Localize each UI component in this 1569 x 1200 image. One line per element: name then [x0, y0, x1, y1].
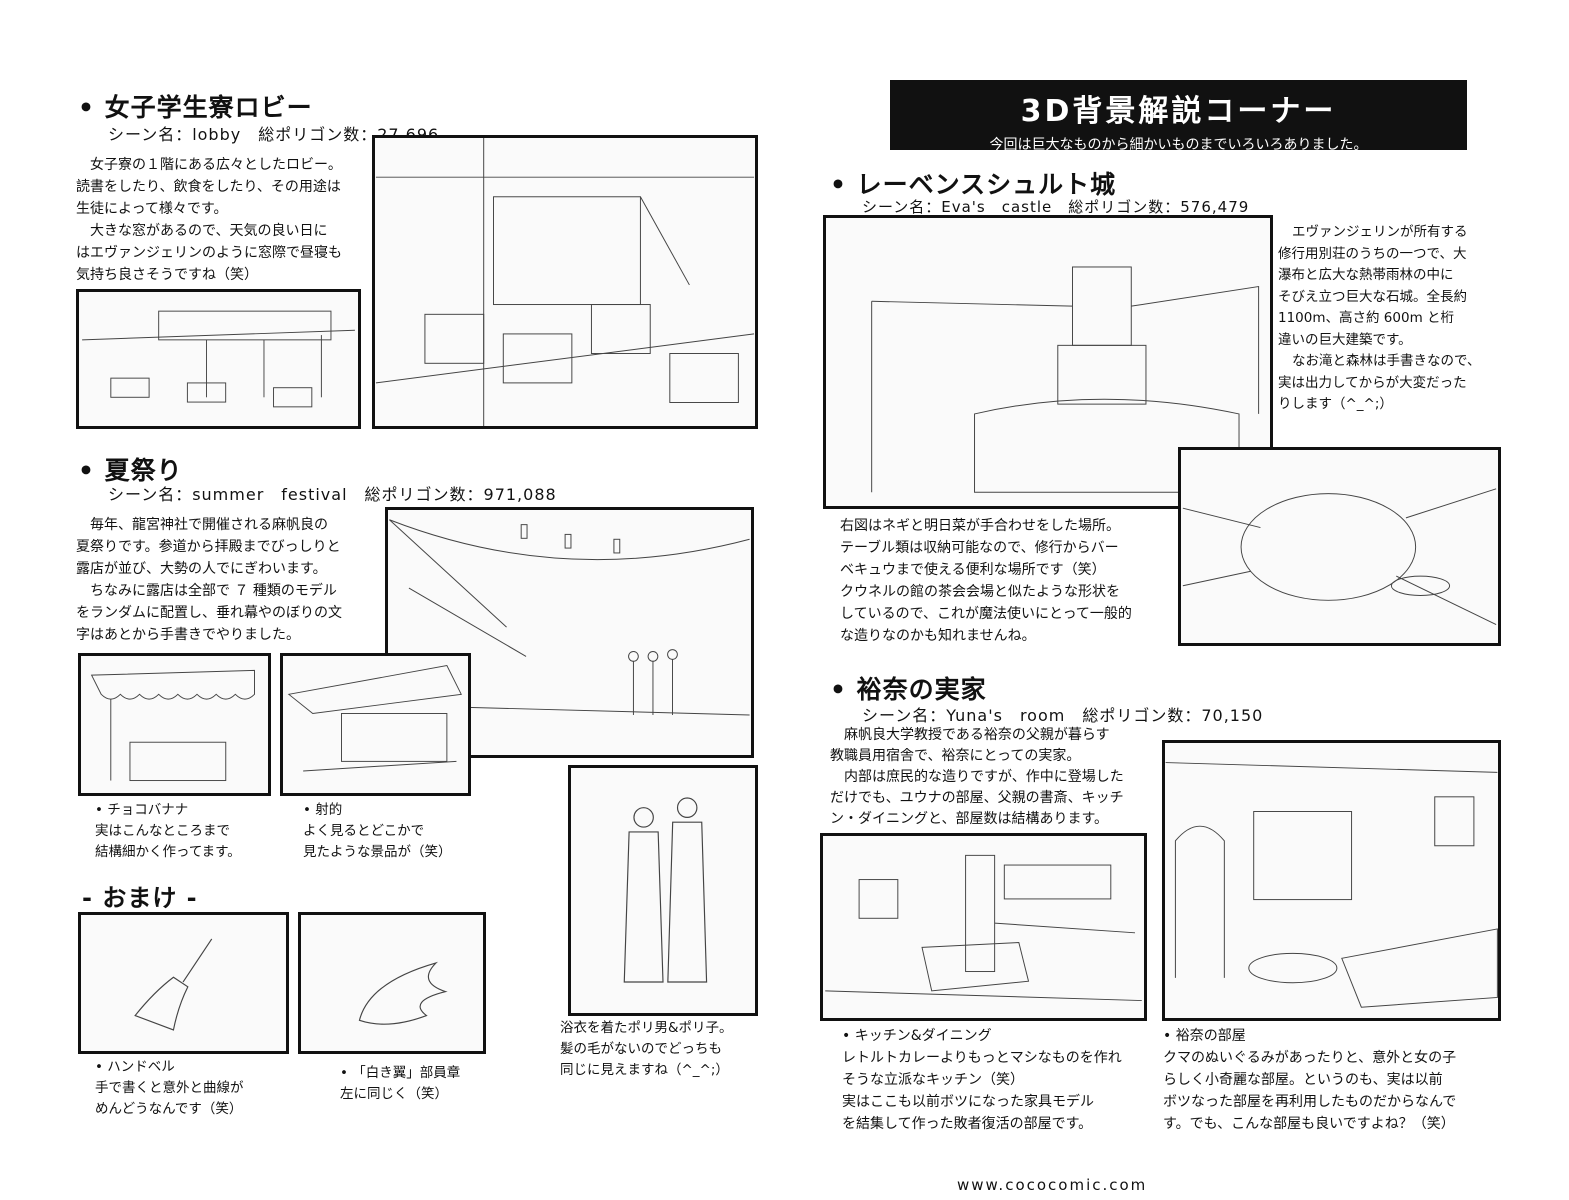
text-line: 麻帆良大学教授である裕奈の父親が暮らす [844, 727, 1110, 743]
section-title-festival: • 夏祭り [78, 456, 183, 485]
yuna-room-render [1162, 740, 1501, 1021]
text-line: 教職員用宿舎で、裕奈にとっての実家。 [830, 748, 1081, 764]
corner-subtitle: 今回は巨大なものから細かいものまでいろいろありました。 [989, 137, 1368, 153]
caption-title: • 射的 [303, 802, 343, 818]
scene-info-festival: シーン名：summer festival 総ポリゴン数：971,088 [108, 485, 557, 504]
caption-title: • キッチン&ダイニング [842, 1028, 992, 1044]
caption-line: クマのぬいぐるみがあったりと、意外と女の子 [1163, 1050, 1457, 1066]
text-line: 実は出力してからが大変だった [1278, 374, 1467, 391]
text-line: 内部は庶民的な造りですが、作中に登場した [844, 769, 1124, 785]
scene-info-castle: シーン名：Eva's castle 総ポリゴン数：576,479 [862, 198, 1250, 216]
caption-title: • 裕奈の部屋 [1163, 1028, 1246, 1044]
text-line: ン・ダイニングと、部屋数は結構あります。 [830, 811, 1109, 827]
caption-title: • ハンドベル [95, 1059, 175, 1075]
text-line: 大きな窓があるので、天気の良い日に [90, 223, 328, 239]
caption-line: しているので、これが魔法使いにとって一般的 [840, 606, 1132, 622]
lobby-render-windows [76, 289, 361, 429]
caption-line: 手で書くと意外と曲線が [95, 1080, 244, 1096]
choco-banana-stall-render [78, 653, 271, 796]
text-line: 生徒によって様々です。 [76, 201, 228, 217]
caption-line: を結集して作った敗者復活の部屋です。 [842, 1116, 1093, 1132]
text-line: はエヴァンジェリンのように窓際で昼寝も [76, 245, 342, 261]
caption-line: めんどうなんです（笑） [95, 1101, 243, 1117]
caption-line: 結構細かく作ってます。 [95, 844, 241, 860]
caption-line: らしく小奇麗な部屋。というのも、実は以前 [1163, 1072, 1443, 1088]
handbell-render [78, 912, 289, 1054]
text-line: 違いの巨大建築です。 [1278, 331, 1412, 348]
caption-line: そうな立派なキッチン（笑） [842, 1072, 1024, 1088]
castle-plaza-caption: 右図はネギと明日菜が手合わせをした場所。 テーブル類は収納可能なので、修行からバ… [840, 515, 1132, 647]
section-title-yuna: • 裕奈の実家 [830, 675, 987, 704]
caption-kitchen-dining: • キッチン&ダイニング レトルトカレーよりもっとマシなものを作れ そうな立派な… [842, 1025, 1122, 1135]
caption-line: ベキュウまで使える便利な場所です（笑） [840, 562, 1106, 578]
caption-shooting-gallery: • 射的 よく見るとどこかで 見たような景品が（笑） [303, 800, 452, 863]
section-title-lobby: • 女子学生寮ロビー [78, 93, 313, 122]
lobby-render-main [372, 135, 758, 429]
caption-line: レトルトカレーよりもっとマシなものを作れ [842, 1050, 1122, 1066]
caption-line: クウネルの館の茶会会場と似たような形状を [840, 584, 1120, 600]
caption-line: テーブル類は収納可能なので、修行からバー [840, 540, 1119, 556]
caption-line: 浴衣を着たポリ男&ポリ子。 [560, 1020, 733, 1036]
caption-line: 実はこんなところまで [95, 823, 230, 839]
text-line: 字はあとから手書きでやりました。 [76, 627, 300, 643]
text-line: だけでも、ユウナの部屋、父親の書斎、キッチ [830, 790, 1124, 806]
caption-line: 右図はネギと明日菜が手合わせをした場所。 [840, 518, 1120, 534]
text-line: 露店が並び、大勢の人でにぎわいます。 [76, 561, 327, 577]
text-line: エヴァンジェリンが所有する [1292, 224, 1468, 240]
text-line: 女子寮の１階にある広々としたロビー。 [90, 157, 342, 173]
text-line: 1100m、高さ約 600m と桁 [1278, 310, 1455, 326]
white-wing-badge-render [298, 912, 486, 1054]
text-line: 気持ち良さそうですね（笑） [76, 267, 258, 283]
caption-line: よく見るとどこかで [303, 823, 425, 839]
festival-description: 毎年、龍宮神社で開催される麻帆良の 夏祭りです。参道から拝殿までびっしりと 露店… [76, 514, 342, 646]
caption-white-wing-badge: • 「白き翼」部員章 左に同じく（笑） [340, 1063, 460, 1105]
caption-line: す。でも、こんな部屋も良いですよね？（笑） [1163, 1116, 1455, 1132]
text-line: 毎年、龍宮神社で開催される麻帆良の [90, 517, 328, 533]
caption-line: 見たような景品が（笑） [303, 844, 452, 860]
shooting-gallery-stall-render [280, 653, 471, 796]
site-watermark: www.cococomic.com [957, 1176, 1148, 1194]
caption-line: 同じに見えますね（^_^;） [560, 1062, 729, 1078]
text-line: 修行用別荘のうちの一つで、大 [1278, 245, 1467, 262]
corner-title: 3D背景解説コーナー [1020, 94, 1337, 129]
castle-plaza-render [1178, 447, 1501, 646]
caption-line: 左に同じく（笑） [340, 1086, 448, 1102]
caption-title: • 「白き翼」部員章 [340, 1065, 461, 1081]
yukata-figures-render [568, 765, 758, 1016]
caption-yuna-room: • 裕奈の部屋 クマのぬいぐるみがあったりと、意外と女の子 らしく小奇麗な部屋。… [1163, 1025, 1456, 1135]
text-line: なお滝と森林は手書きなので、 [1292, 353, 1481, 369]
corner-banner: 3D背景解説コーナー 今回は巨大なものから細かいものまでいろいろありました。 [890, 80, 1467, 153]
castle-description: エヴァンジェリンが所有する 修行用別荘のうちの一つで、大 瀑布と広大な熱帯雨林の… [1278, 222, 1480, 416]
caption-yukata: 浴衣を着たポリ男&ポリ子。 髪の毛がないのでどっちも 同じに見えますね（^_^;… [560, 1018, 733, 1081]
scene-info-yuna: シーン名：Yuna's room 総ポリゴン数：70,150 [862, 706, 1264, 725]
kitchen-dining-render [820, 833, 1147, 1021]
caption-title: • チョコバナナ [95, 802, 189, 818]
text-line: ちなみに露店は全部で ７ 種類のモデル [90, 583, 337, 599]
text-line: 読書をしたり、飲食をしたり、その用途は [76, 179, 341, 195]
lobby-description: 女子寮の１階にある広々としたロビー。 読書をしたり、飲食をしたり、その用途は 生… [76, 154, 342, 286]
scene-info-lobby: シーン名：lobby 総ポリゴン数：27,696 [108, 125, 440, 144]
caption-line: ボツなった部屋を再利用したものだからなんで [1163, 1094, 1457, 1110]
text-line: 夏祭りです。参道から拝殿までびっしりと [76, 539, 341, 555]
caption-line: 髪の毛がないのでどっちも [560, 1041, 722, 1057]
caption-line: な造りなのかも知れませんね。 [840, 628, 1036, 644]
yuna-description: 麻帆良大学教授である裕奈の父親が暮らす 教職員用宿舎で、裕奈にとっての実家。 内… [830, 725, 1124, 830]
section-title-castle: • レーベンスシュルト城 [830, 170, 1117, 199]
caption-choco-banana: • チョコバナナ 実はこんなところまで 結構細かく作ってます。 [95, 800, 241, 863]
caption-handbell: • ハンドベル 手で書くと意外と曲線が めんどうなんです（笑） [95, 1057, 244, 1120]
text-line: りします（^_^;） [1278, 396, 1393, 412]
caption-line: 実はここも以前ボツになった家具モデル [842, 1094, 1094, 1110]
section-title-omake: - おまけ - [82, 884, 198, 912]
text-line: 瀑布と広大な熱帯雨林の中に [1278, 267, 1454, 283]
text-line: をランダムに配置し、垂れ幕やのぼりの文 [76, 605, 342, 621]
text-line: そびえ立つ巨大な石城。全長約 [1278, 288, 1467, 305]
